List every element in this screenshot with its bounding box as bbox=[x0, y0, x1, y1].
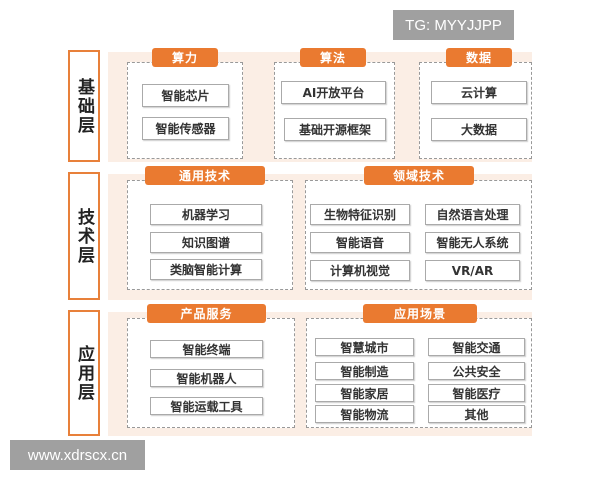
list-item: 智能医疗 bbox=[428, 384, 525, 402]
list-item: 计算机视觉 bbox=[310, 260, 410, 281]
group-title: 算法 bbox=[300, 48, 366, 67]
list-item: 智能家居 bbox=[315, 384, 414, 402]
list-item: 其他 bbox=[428, 405, 525, 423]
layer-label: 技术层 bbox=[68, 172, 100, 300]
list-item: 智能终端 bbox=[150, 340, 263, 358]
list-item: 知识图谱 bbox=[150, 232, 262, 253]
list-item: 智能语音 bbox=[310, 232, 410, 253]
list-item: AI开放平台 bbox=[281, 81, 386, 104]
group-title: 领域技术 bbox=[364, 166, 474, 185]
list-item: VR/AR bbox=[425, 260, 520, 281]
list-item: 智能运载工具 bbox=[150, 397, 263, 415]
list-item: 智能交通 bbox=[428, 338, 525, 356]
list-item: 基础开源框架 bbox=[284, 118, 386, 141]
list-item: 智能机器人 bbox=[150, 369, 263, 387]
list-item: 智能芯片 bbox=[142, 84, 229, 107]
list-item: 机器学习 bbox=[150, 204, 262, 225]
group-panel bbox=[127, 62, 243, 159]
list-item: 智能制造 bbox=[315, 362, 414, 380]
layer-label: 应用层 bbox=[68, 310, 100, 436]
list-item: 生物特征识别 bbox=[310, 204, 410, 225]
list-item: 智慧城市 bbox=[315, 338, 414, 356]
watermark-top: TG: MYYJJPP bbox=[393, 10, 514, 40]
watermark-bottom: www.xdrscx.cn bbox=[10, 440, 145, 470]
list-item: 类脑智能计算 bbox=[150, 259, 262, 280]
group-title: 通用技术 bbox=[145, 166, 265, 185]
group-title: 算力 bbox=[152, 48, 218, 67]
list-item: 云计算 bbox=[431, 81, 527, 104]
list-item: 自然语言处理 bbox=[425, 204, 520, 225]
list-item: 大数据 bbox=[431, 118, 527, 141]
layer-label: 基础层 bbox=[68, 50, 100, 162]
group-panel bbox=[419, 62, 532, 159]
group-title: 数据 bbox=[446, 48, 512, 67]
list-item: 智能物流 bbox=[315, 405, 414, 423]
group-title: 产品服务 bbox=[147, 304, 266, 323]
list-item: 公共安全 bbox=[428, 362, 525, 380]
group-panel bbox=[274, 62, 395, 159]
list-item: 智能无人系统 bbox=[425, 232, 520, 253]
list-item: 智能传感器 bbox=[142, 117, 229, 140]
group-title: 应用场景 bbox=[363, 304, 477, 323]
